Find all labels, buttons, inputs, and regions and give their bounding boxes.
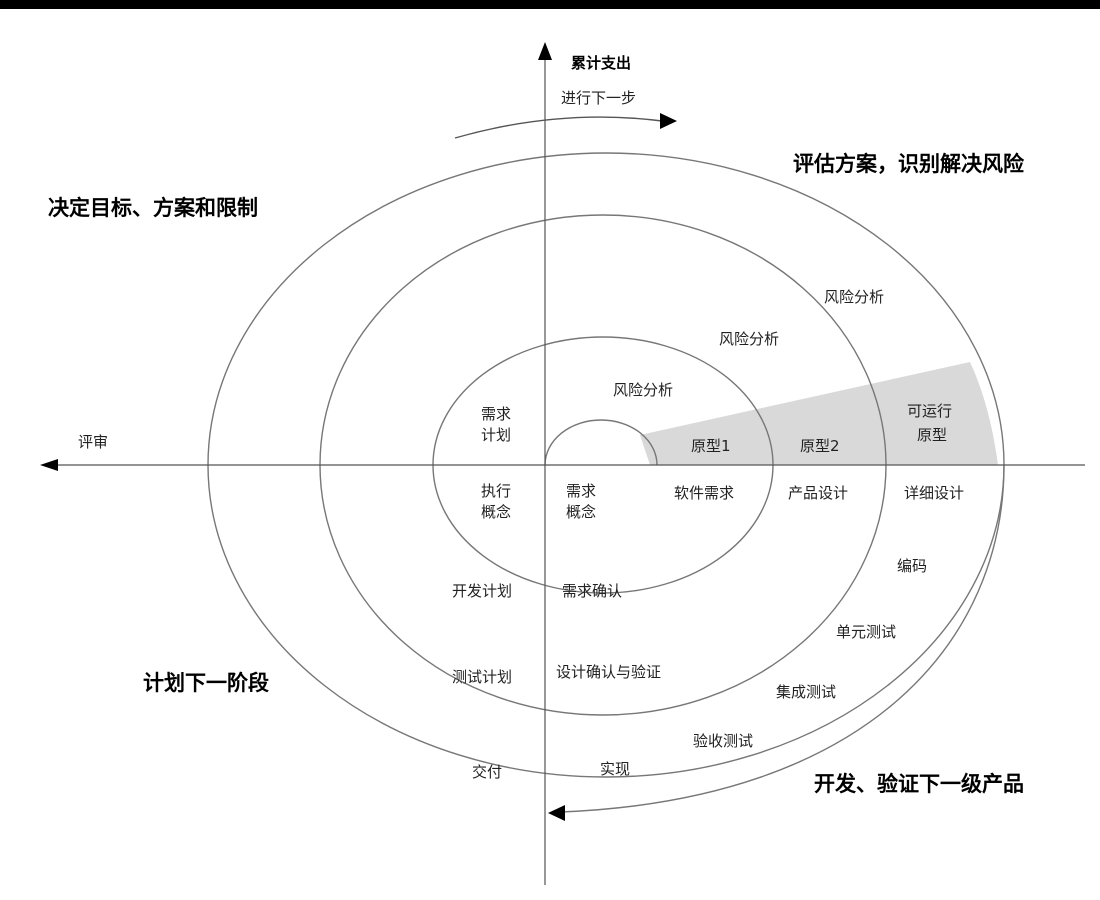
test-plan: 测试计划: [452, 668, 512, 686]
dev-plan: 开发计划: [452, 582, 512, 600]
proceed-arrowhead-icon: [660, 113, 677, 129]
quadrant-bottom-right: 开发、验证下一级产品: [814, 772, 1024, 796]
quadrant-top-left: 决定目标、方案和限制: [48, 196, 258, 220]
implementation: 实现: [600, 760, 630, 778]
prototype-2: 原型2: [800, 437, 840, 455]
quadrant-bottom-left: 计划下一阶段: [143, 671, 269, 695]
spiral-exit-arrowhead-icon: [548, 805, 565, 821]
operational-prototype-line2: 原型: [917, 426, 947, 444]
exec-concept-line1: 执行: [481, 482, 511, 500]
risk-analysis-middle: 风险分析: [719, 330, 779, 348]
detailed-design: 详细设计: [904, 484, 964, 502]
x-left-label: 评审: [78, 433, 108, 451]
delivery: 交付: [472, 763, 502, 781]
quadrant-top-right: 评估方案，识别解决风险: [793, 152, 1025, 176]
spiral-exit-arc: [559, 464, 1005, 813]
req-plan-line1: 需求: [481, 405, 511, 423]
acceptance-test: 验收测试: [693, 732, 753, 750]
req-plan-line2: 计划: [481, 426, 511, 444]
software-requirements: 软件需求: [674, 484, 734, 502]
top-black-bar: [0, 0, 1100, 9]
axis-up-arrowhead-icon: [538, 42, 552, 60]
req-confirm: 需求确认: [562, 582, 622, 600]
coding: 编码: [897, 557, 927, 575]
operational-prototype-line1: 可运行: [907, 402, 952, 420]
prototype-wedge: [640, 362, 998, 465]
axis-left-arrowhead-icon: [40, 459, 58, 471]
spiral-center-arc: [544, 419, 658, 466]
exec-concept-line2: 概念: [481, 503, 511, 521]
y-axis-title: 累计支出: [571, 54, 631, 72]
integration-test: 集成测试: [776, 683, 836, 701]
req-concept-line1: 需求: [566, 482, 596, 500]
unit-test: 单元测试: [836, 623, 896, 641]
prototype-1: 原型1: [691, 437, 731, 455]
design-verify: 设计确认与验证: [556, 663, 661, 681]
req-concept-line2: 概念: [566, 503, 596, 521]
proceed-label: 进行下一步: [561, 89, 636, 107]
risk-analysis-inner: 风险分析: [613, 381, 673, 399]
proceed-arrow-curve: [454, 116, 663, 139]
risk-analysis-outer: 风险分析: [824, 288, 884, 306]
product-design: 产品设计: [788, 484, 848, 502]
